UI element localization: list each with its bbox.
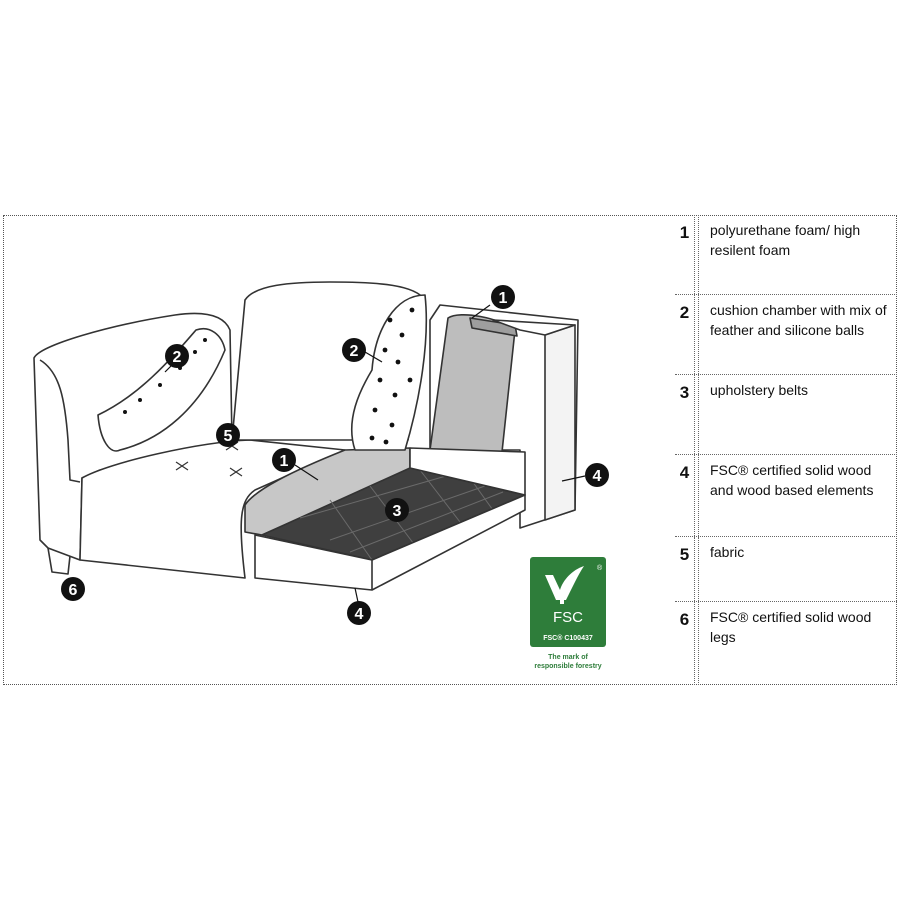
fsc-logo: ® FSC FSC® C100437 The mark of responsib… — [530, 557, 606, 670]
svg-text:5: 5 — [224, 428, 233, 445]
marker-4-frame: 4 — [347, 601, 371, 625]
legend-row-5: 5 fabric — [675, 537, 897, 602]
svg-text:6: 6 — [69, 582, 78, 599]
fsc-code: FSC® C100437 — [543, 634, 593, 642]
legend-text: FSC® certified solid wood legs — [710, 609, 872, 645]
legend-number: 1 — [675, 215, 695, 294]
svg-text:1: 1 — [280, 453, 289, 470]
legend-row-4: 4 FSC® certified solid wood and wood bas… — [675, 455, 897, 537]
svg-text:3: 3 — [393, 503, 402, 520]
marker-4-side: 4 — [585, 463, 609, 487]
marker-2-chamber: 2 — [342, 338, 366, 362]
marker-6-legs: 6 — [61, 577, 85, 601]
legend-text: FSC® certified solid wood and wood based… — [710, 462, 874, 498]
svg-text:4: 4 — [593, 468, 602, 485]
svg-text:4: 4 — [355, 606, 364, 623]
marker-1-top: 1 — [491, 285, 515, 309]
marker-1-seat: 1 — [272, 448, 296, 472]
legend-row-2: 2 cushion chamber with mix of feather an… — [675, 295, 897, 375]
svg-text:2: 2 — [350, 343, 359, 360]
svg-text:2: 2 — [173, 349, 182, 366]
legend-number: 2 — [675, 295, 695, 374]
legend-number: 4 — [675, 455, 695, 536]
fsc-tagline-1: The mark of — [548, 654, 588, 661]
svg-text:®: ® — [597, 564, 603, 572]
svg-text:1: 1 — [499, 290, 508, 307]
legend-text: polyurethane foam/ high resilent foam — [710, 222, 861, 258]
marker-2-armpillow: 2 — [165, 344, 189, 368]
tree-check-icon — [545, 566, 584, 600]
fsc-brand: FSC — [553, 609, 583, 626]
marker-3-belts: 3 — [385, 498, 409, 522]
diagram-frame — [3, 215, 897, 685]
legend-text: cushion chamber with mix of feather and … — [710, 302, 887, 338]
legend-row-3: 3 upholstery belts — [675, 375, 897, 455]
legend-text: upholstery belts — [710, 382, 809, 398]
cushion-chamber — [350, 294, 428, 451]
legend-number: 3 — [675, 375, 695, 454]
marker-5-fabric: 5 — [216, 423, 240, 447]
arm-pillow — [97, 328, 226, 452]
legend-text: fabric — [710, 544, 745, 560]
legend-number: 5 — [675, 537, 695, 601]
legend-row-6: 6 FSC® certified solid wood legs — [675, 602, 897, 685]
legend-table: 1 polyurethane foam/ high resilent foam … — [675, 215, 897, 685]
legend-number: 6 — [675, 602, 695, 685]
fsc-tagline-2: responsible forestry — [534, 663, 601, 670]
legend-row-1: 1 polyurethane foam/ high resilent foam — [675, 215, 897, 295]
